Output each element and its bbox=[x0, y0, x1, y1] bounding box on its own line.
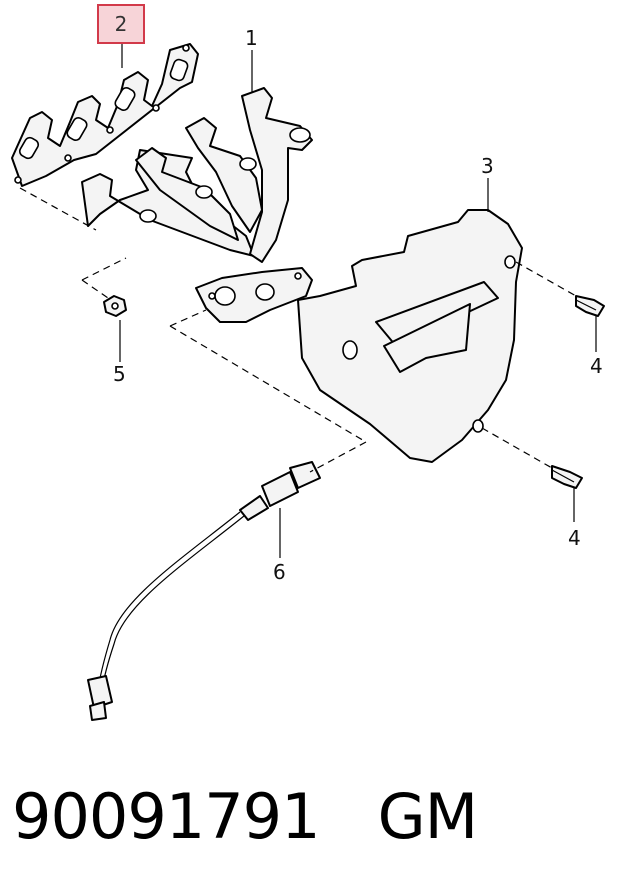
bolt-lower bbox=[551, 465, 583, 489]
manifold-gasket bbox=[11, 43, 199, 187]
part-number: 90091791 bbox=[12, 779, 321, 853]
exhaust-manifold bbox=[81, 87, 313, 323]
callout-5: 5 bbox=[113, 362, 126, 386]
bolt-upper bbox=[575, 295, 605, 317]
callout-3: 3 bbox=[481, 154, 494, 178]
callout-4-lower: 4 bbox=[568, 526, 581, 550]
heat-shield bbox=[297, 209, 523, 463]
nut bbox=[103, 295, 127, 317]
callout-2-highlighted: 2 bbox=[97, 4, 145, 44]
oxygen-sensor bbox=[87, 461, 321, 721]
leader-lines bbox=[19, 30, 597, 558]
exhaust-manifold-parts-diagram bbox=[11, 30, 605, 721]
callout-1: 1 bbox=[245, 26, 258, 50]
callout-6: 6 bbox=[273, 560, 286, 584]
callout-4-upper: 4 bbox=[590, 354, 603, 378]
part-number-footer: 90091791 GM bbox=[12, 776, 479, 856]
brand-name: GM bbox=[377, 779, 479, 853]
